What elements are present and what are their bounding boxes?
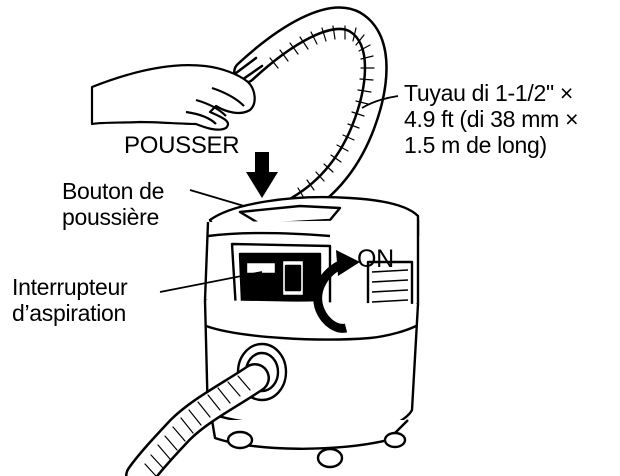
suction-switch-label: Interrupteur d’aspiration (12, 274, 128, 326)
hand-icon (90, 64, 256, 131)
leader-lines (159, 95, 399, 293)
hose-label: Tuyau di 1-1/2" × 4.9 ft (di 38 mm × 1.5… (404, 80, 579, 158)
dust-button-leader (189, 189, 245, 207)
suction-switch-label-line-1: Interrupteur (12, 274, 128, 300)
suction-switch-label-line-2: d’aspiration (12, 300, 127, 326)
rotate-arrow-icon (313, 250, 360, 333)
push-arrow-icon (246, 152, 278, 198)
vacuum-icon (203, 195, 420, 469)
push-label: POUSSER (124, 132, 240, 159)
switch-leader (159, 271, 263, 293)
hose-label-line-3: 1.5 m de long) (404, 132, 547, 158)
on-label: ON (357, 245, 394, 273)
dust-button-label-line-1: Bouton de (62, 178, 165, 204)
dust-button-label-line-2: poussière (62, 204, 160, 230)
upper-hose-icon (230, 6, 388, 222)
hose-label-line-1: Tuyau di 1-1/2" × (404, 80, 574, 106)
lower-hose-icon (125, 363, 270, 476)
hose-label-line-2: 4.9 ft (di 38 mm × (404, 106, 579, 132)
hose-leader (361, 95, 399, 109)
dust-button-label: Bouton de poussière (62, 178, 164, 230)
